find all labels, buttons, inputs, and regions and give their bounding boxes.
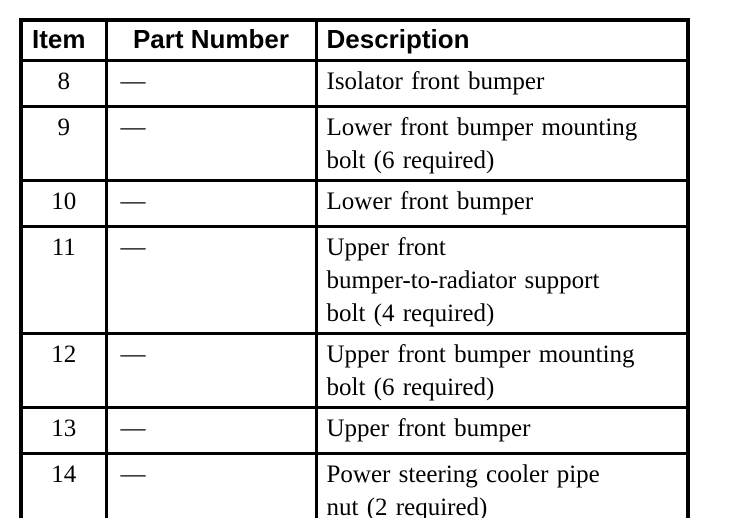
description: Power steering cooler pipe nut (2 requir…	[314, 452, 690, 518]
description: Upper front bumper mounting bolt (6 requ…	[314, 332, 690, 409]
part-number: —	[104, 179, 318, 228]
description: Upper front bumper-to-radiator support b…	[314, 225, 690, 335]
table-row: 12 — Upper front bumper mounting bolt (6…	[19, 332, 690, 409]
item-number: 14	[19, 452, 108, 518]
description: Lower front bumper	[314, 179, 690, 228]
part-number: —	[104, 406, 318, 455]
table-row: 14 — Power steering cooler pipe nut (2 r…	[19, 452, 690, 518]
item-number: 9	[19, 105, 108, 182]
description: Upper front bumper	[314, 406, 690, 455]
column-header-description: Description	[314, 18, 690, 62]
part-number: —	[104, 225, 318, 335]
parts-table: Item Part Number Description 8 — Isolato…	[19, 18, 690, 518]
part-number: —	[104, 105, 318, 182]
table-header-row: Item Part Number Description	[19, 18, 690, 62]
item-number: 13	[19, 406, 108, 455]
table-row: 11 — Upper front bumper-to-radiator supp…	[19, 225, 690, 335]
table-row: 8 — Isolator front bumper	[19, 59, 690, 108]
table-row: 10 — Lower front bumper	[19, 179, 690, 228]
item-number: 10	[19, 179, 108, 228]
item-number: 12	[19, 332, 108, 409]
part-number: —	[104, 452, 318, 518]
column-header-part-number: Part Number	[104, 18, 318, 62]
table-row: 13 — Upper front bumper	[19, 406, 690, 455]
part-number: —	[104, 59, 318, 108]
description: Lower front bumper mounting bolt (6 requ…	[314, 105, 690, 182]
item-number: 11	[19, 225, 108, 335]
description: Isolator front bumper	[314, 59, 690, 108]
item-number: 8	[19, 59, 108, 108]
column-header-item: Item	[19, 18, 108, 62]
table-row: 9 — Lower front bumper mounting bolt (6 …	[19, 105, 690, 182]
part-number: —	[104, 332, 318, 409]
